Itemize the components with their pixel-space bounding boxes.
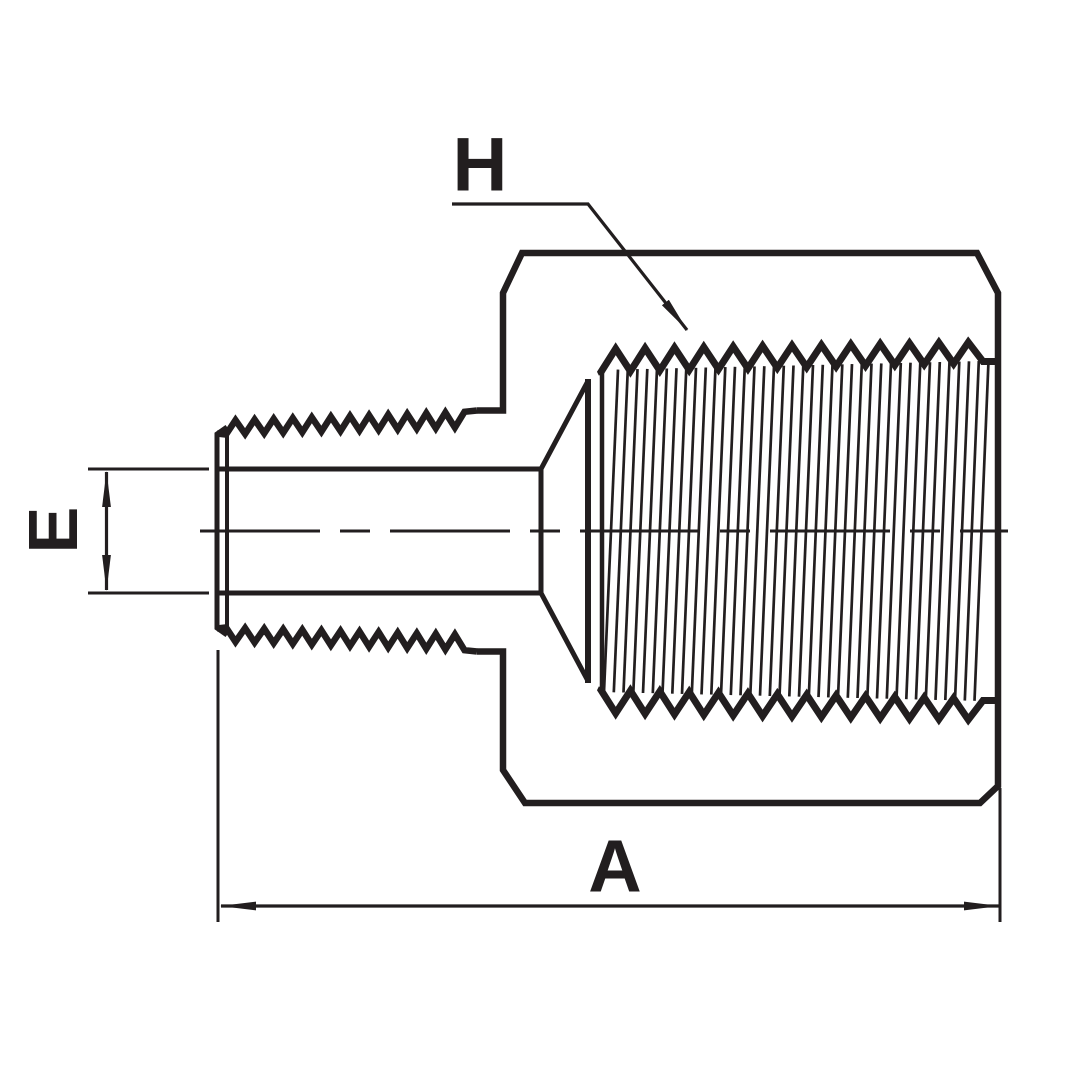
fitting-outline-group xyxy=(200,249,1008,807)
female-thread-crest-bottom xyxy=(596,684,998,726)
e-label: E xyxy=(14,507,92,554)
female-thread-flank-line xyxy=(885,362,903,699)
a-label: A xyxy=(588,825,641,908)
female-thread-flank-line xyxy=(934,361,951,700)
female-thread-flank-line xyxy=(748,366,766,696)
h-label: H xyxy=(453,123,508,208)
h-leader-line xyxy=(452,202,689,331)
female-thread-flank-line xyxy=(895,362,912,700)
body-outline xyxy=(477,249,1002,807)
female-thread-flank-line xyxy=(700,367,717,695)
female-thread-flank-line xyxy=(758,365,776,696)
dimension-a-group: A xyxy=(216,650,1002,922)
male-thread-top-profile xyxy=(216,406,478,440)
female-thread-crest-top xyxy=(596,336,998,378)
callout-h-group: H xyxy=(452,123,689,331)
female-thread-flank-line xyxy=(943,361,961,701)
bore-cone-transition xyxy=(538,379,591,683)
female-thread-flank-line xyxy=(709,367,727,695)
dimension-e-group: E xyxy=(14,467,209,595)
male-thread-bottom-profile xyxy=(216,622,478,656)
